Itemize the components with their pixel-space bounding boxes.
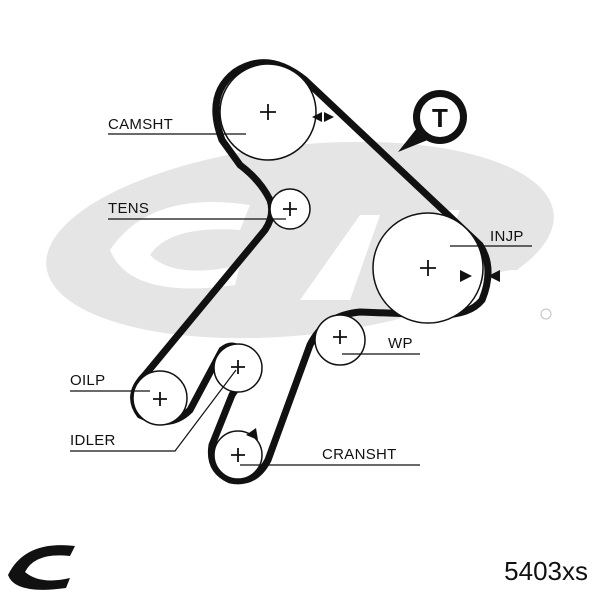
tensioner-badge [398, 90, 467, 152]
center-marks [153, 104, 436, 462]
crankshaft-label: CRANSHT [322, 446, 397, 463]
camshaft-label: CAMSHT [108, 116, 174, 133]
oil-pump-label: OILP [70, 372, 106, 389]
water-pump-label: WP [388, 335, 413, 352]
leader-lines [70, 133, 532, 466]
gates-watermark [46, 141, 554, 339]
tensioner-badge-letter: T [432, 103, 448, 133]
injection-pump-label: INJP [490, 228, 524, 245]
tensioner-label: TENS [108, 200, 150, 217]
part-number: 5403xs [504, 556, 588, 586]
gates-logo: ates [8, 545, 75, 590]
timing-marks [246, 112, 500, 440]
idler-label: IDLER [70, 432, 116, 449]
